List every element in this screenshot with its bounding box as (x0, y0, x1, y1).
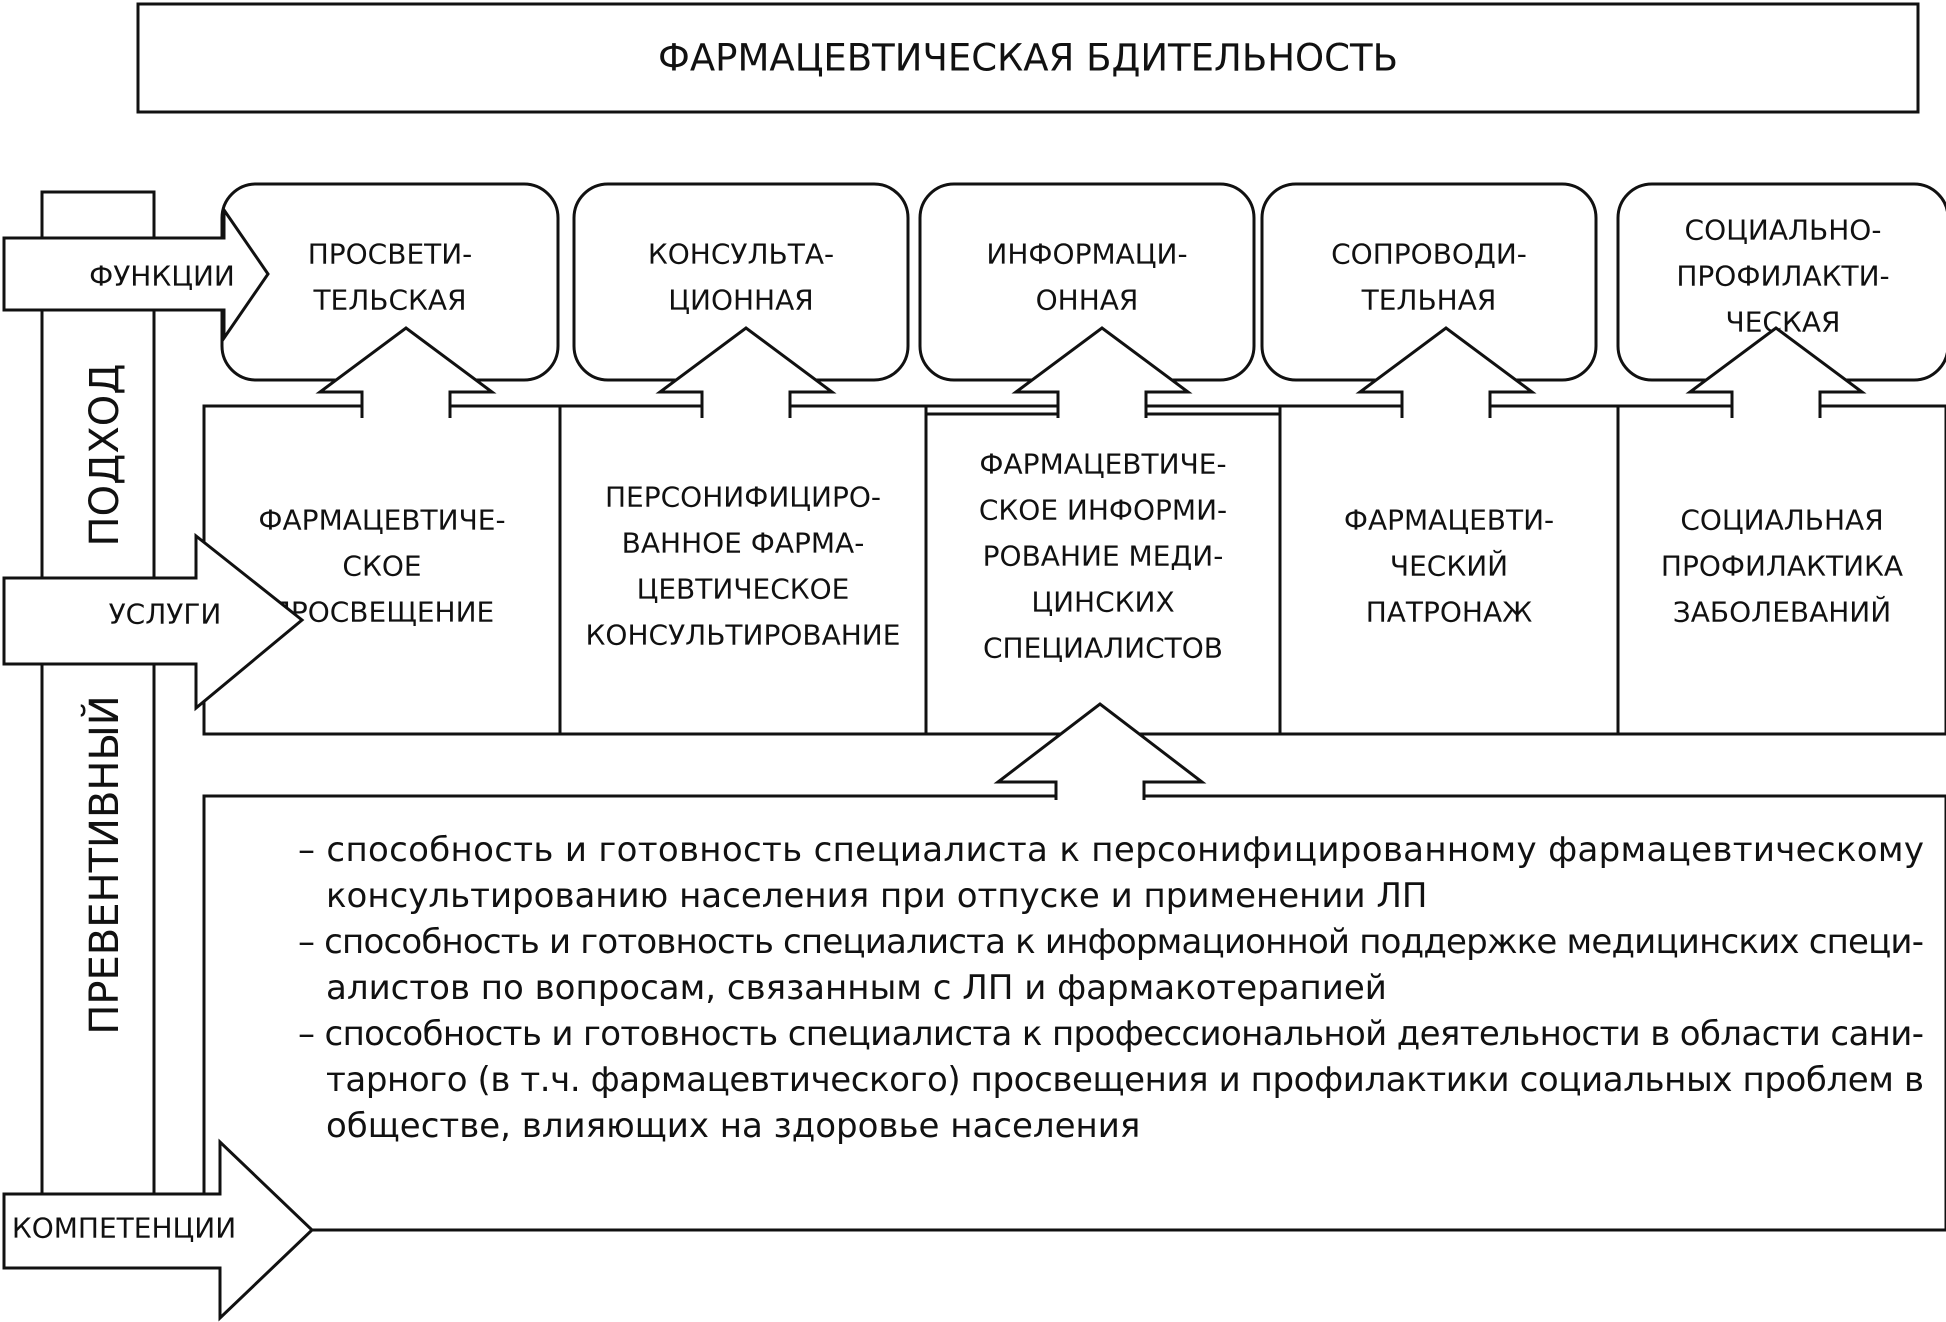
service-2-line-3: ЦЕВТИЧЕСКОЕ (637, 573, 850, 606)
function-3-line-1: ИНФОРМАЦИ- (986, 238, 1187, 271)
competence-line-3: – способность и готовность специалиста к… (298, 922, 1924, 962)
service-cell-1 (202, 404, 562, 736)
competencies-box (202, 794, 1946, 1232)
service-2-line-2: ВАННОЕ ФАРМА- (622, 527, 865, 560)
function-up-arrow-4 (1355, 326, 1537, 418)
services-arrow (2, 532, 305, 712)
competencies-arrow (2, 1138, 315, 1322)
approach-label-top: ПОДХОД (82, 364, 128, 547)
competence-layer: – способность и готовность специалиста к… (298, 702, 1924, 1146)
diagram-title: ФАРМАЦЕВТИЧЕСКАЯ БДИТЕЛЬНОСТЬ (658, 37, 1398, 80)
competence-line-2: консультированию населения при отпуске и… (326, 876, 1428, 916)
functions-layer: ПРОСВЕТИ- ТЕЛЬСКАЯ КОНСУЛЬТА- ЦИОННАЯ ИНФОРМ… (220, 182, 1946, 382)
service-3-line-5: СПЕЦИАЛИСТОВ (983, 632, 1223, 665)
function-up-arrow-3 (1011, 326, 1193, 418)
service-cell-4 (1278, 404, 1620, 736)
service-4-line-2: ЧЕСКИЙ (1390, 549, 1508, 583)
function-5-line-2: ПРОФИЛАКТИ- (1676, 260, 1889, 293)
service-2-line-1: ПЕРСОНИФИЦИРО- (605, 481, 881, 514)
service-2-line-4: КОНСУЛЬТИРОВАНИЕ (586, 619, 901, 652)
service-3-line-2: СКОЕ ИНФОРМИ- (979, 494, 1227, 527)
function-up-arrow-5 (1685, 326, 1867, 418)
service-1-line-3: ПРОСВЕЩЕНИЕ (270, 596, 494, 629)
function-1-line-1: ПРОСВЕТИ- (308, 238, 473, 271)
function-1-line-2: ТЕЛЬСКАЯ (312, 284, 466, 317)
service-5-line-3: ЗАБОЛЕВАНИЙ (1673, 595, 1891, 629)
service-cell-2 (558, 404, 928, 736)
function-5-line-1: СОЦИАЛЬНО- (1685, 214, 1882, 247)
service-5-line-1: СОЦИАЛЬНАЯ (1680, 504, 1883, 537)
function-3-line-2: ОННАЯ (1036, 284, 1139, 317)
services-layer: ФАРМАЦЕВТИЧЕ- СКОЕ ПРОСВЕЩЕНИЕ ПЕРСОНИФИЦИР… (202, 326, 1946, 736)
service-1-line-2: СКОЕ (342, 550, 421, 583)
competencies-arrow-label: КОМПЕТЕНЦИИ (12, 1212, 236, 1245)
competence-up-arrow (993, 702, 1207, 800)
service-5-line-2: ПРОФИЛАКТИКА (1661, 550, 1903, 583)
service-1-line-1: ФАРМАЦЕВТИЧЕ- (258, 504, 505, 537)
competence-line-7: обществе, влияющих на здоровье населения (326, 1106, 1140, 1146)
competence-line-5: – способность и готовность специалиста к… (298, 1014, 1924, 1054)
service-3-line-4: ЦИНСКИХ (1031, 586, 1174, 619)
service-4-line-3: ПАТРОНАЖ (1366, 596, 1533, 629)
function-up-arrow-1 (315, 326, 497, 418)
function-up-arrow-2 (655, 326, 837, 418)
competence-line-1: – способность и готовность специалиста к… (298, 830, 1924, 870)
approach-label-bottom: ПРЕВЕНТИВНЫЙ (80, 695, 128, 1034)
service-cell-3 (924, 412, 1282, 736)
competence-line-6: тарного (в т.ч. фармацевтического) просв… (326, 1060, 1924, 1100)
functions-arrow (2, 205, 270, 343)
function-2-line-1: КОНСУЛЬТА- (648, 238, 834, 271)
service-cell-5 (1616, 404, 1946, 736)
function-4-line-2: ТЕЛЬНАЯ (1361, 284, 1497, 317)
service-4-line-1: ФАРМАЦЕВТИ- (1344, 504, 1554, 537)
approach-bar (40, 190, 156, 1236)
function-4-line-1: СОПРОВОДИ- (1331, 238, 1527, 271)
service-3-line-1: ФАРМАЦЕВТИЧЕ- (979, 448, 1226, 481)
title-box (136, 2, 1920, 114)
service-3-line-3: РОВАНИЕ МЕДИ- (983, 540, 1224, 573)
functions-arrow-label: ФУНКЦИИ (89, 260, 235, 293)
services-arrow-label: УСЛУГИ (109, 598, 222, 631)
competence-line-4: алистов по вопросам, связанным с ЛП и фа… (326, 968, 1387, 1008)
function-2-line-2: ЦИОННАЯ (668, 284, 813, 317)
